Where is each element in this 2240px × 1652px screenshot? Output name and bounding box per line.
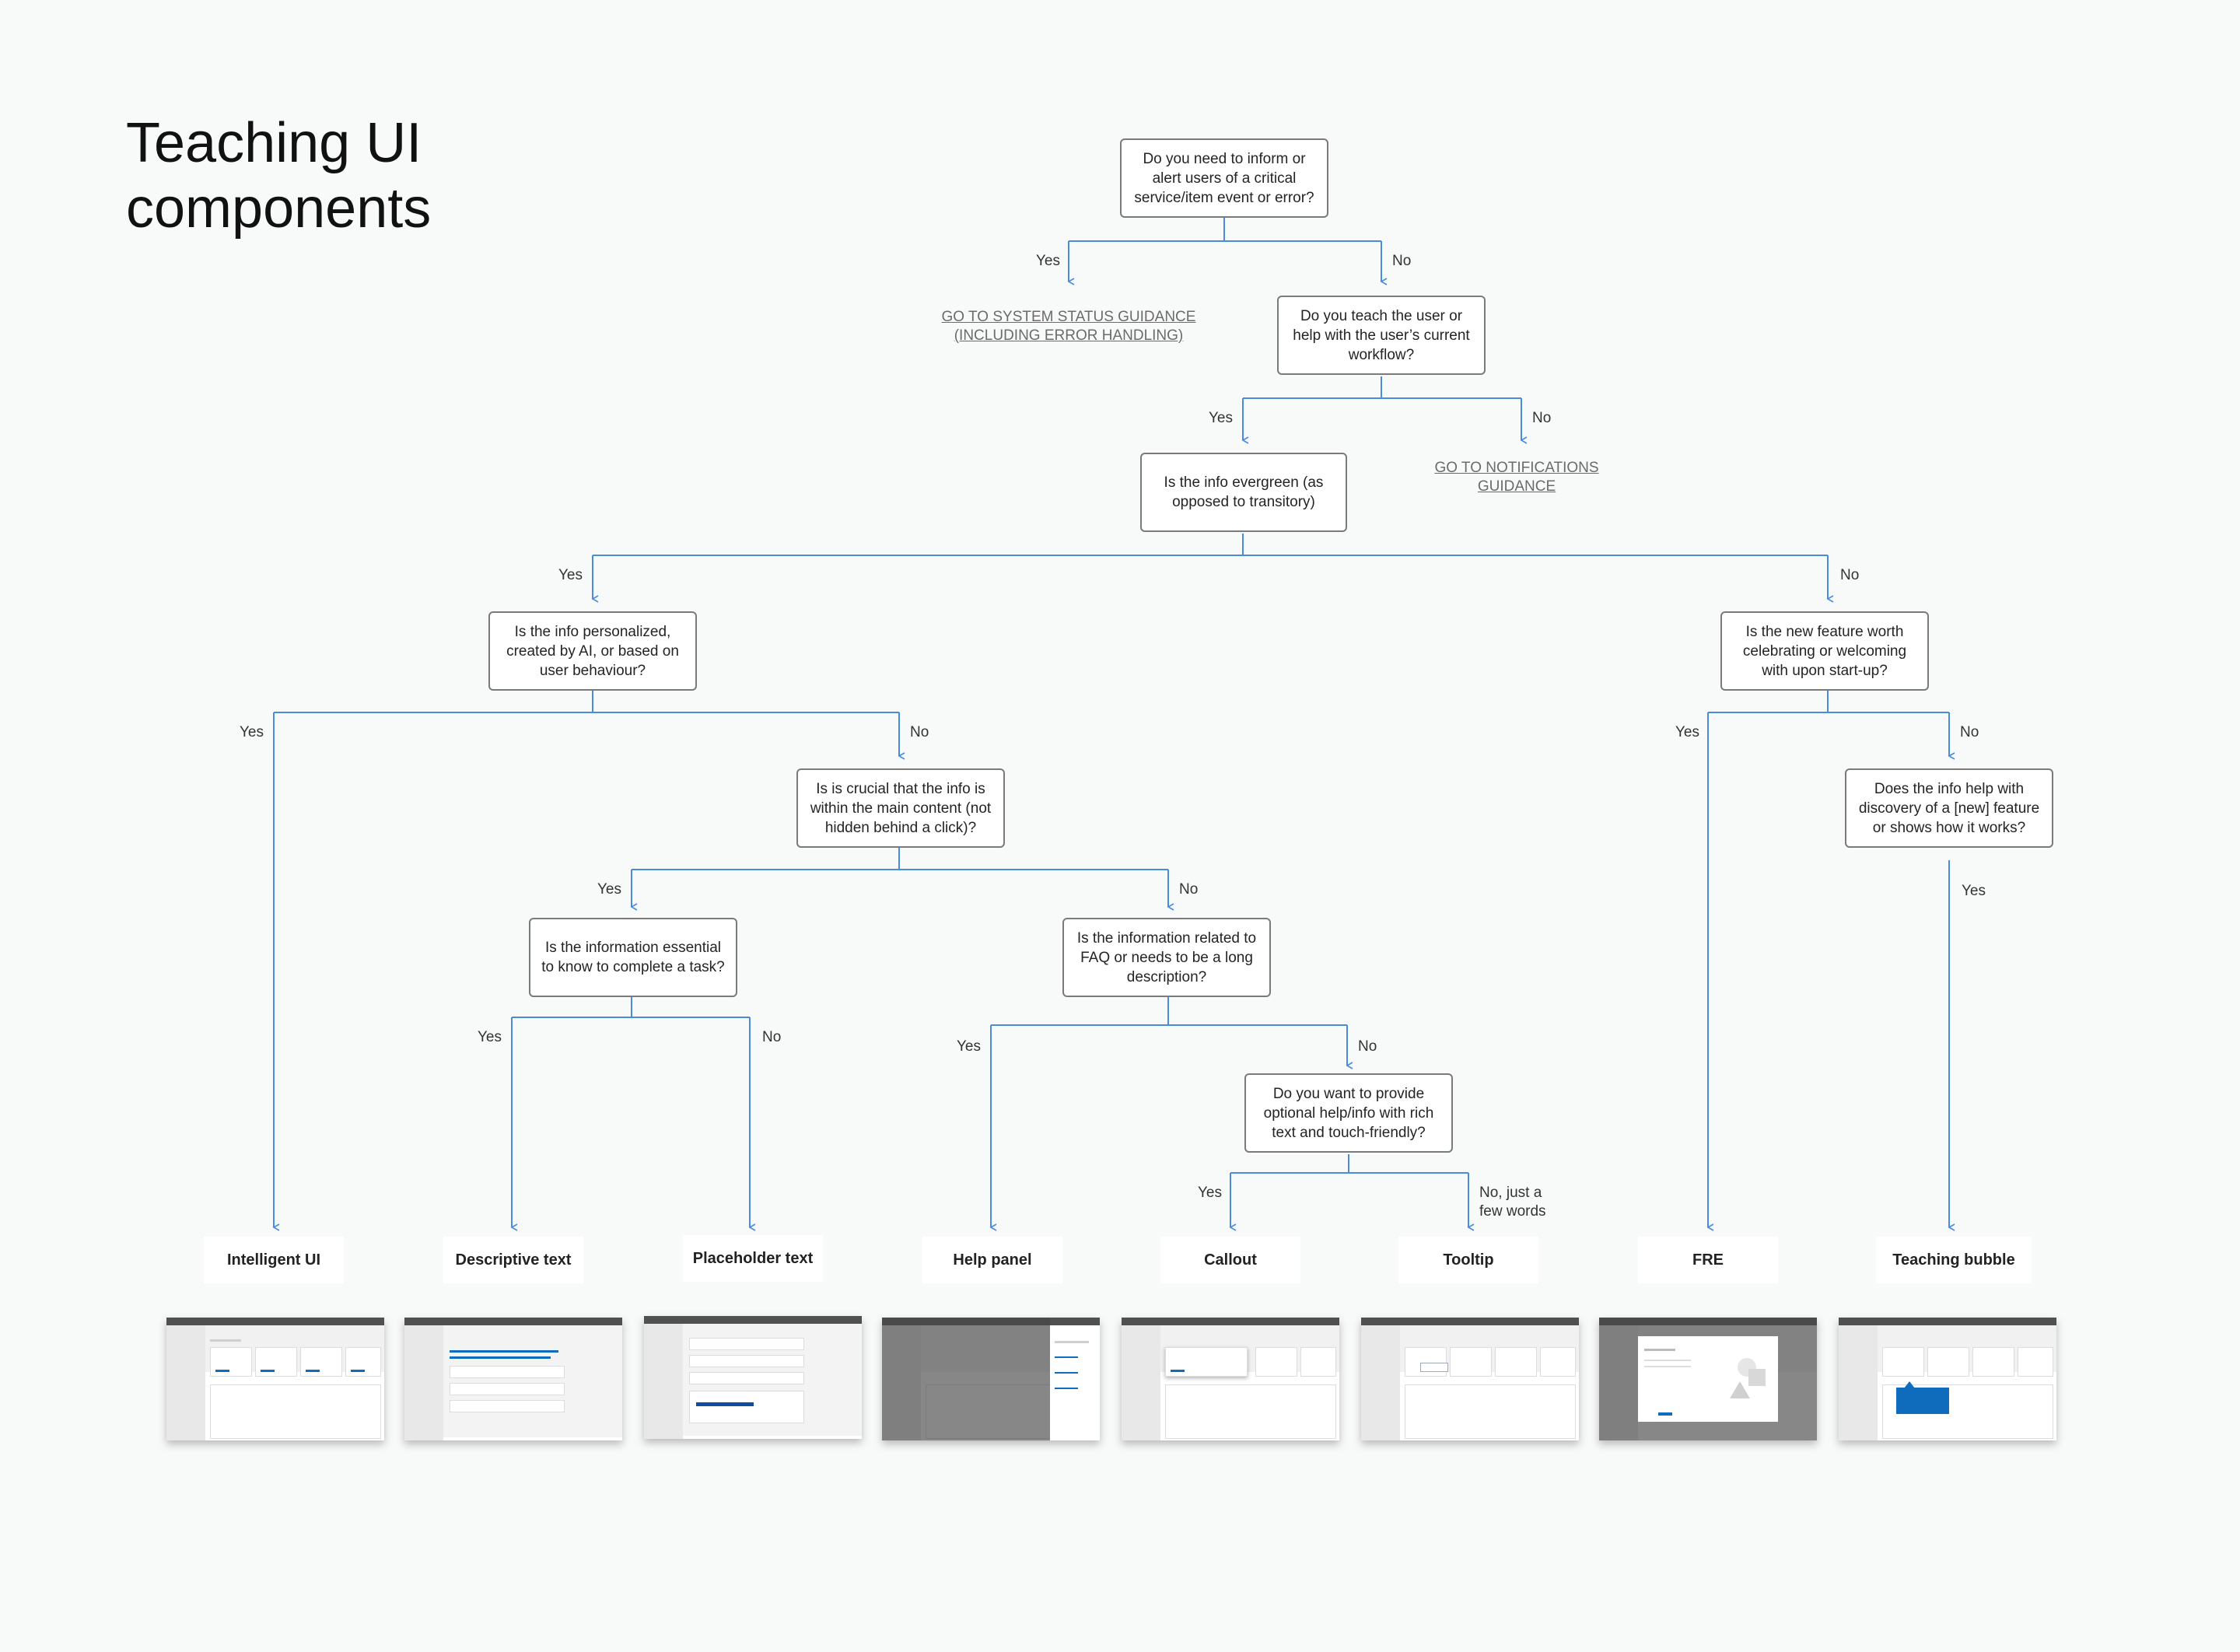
question-text: Is the information essential to know to … (541, 940, 725, 975)
yes-label: Yes (1209, 410, 1233, 426)
no-label: No (1179, 881, 1199, 898)
yes-label: Yes (1198, 1185, 1222, 1201)
yes-label: Yes (597, 881, 621, 898)
outcome-intelligent-ui[interactable]: Intelligent UI (204, 1237, 344, 1283)
question-text: Is is crucial that the info is within th… (810, 780, 992, 836)
no-label: No (1532, 410, 1552, 426)
outcome-placeholder-text[interactable]: Placeholder text (683, 1235, 823, 1282)
yes-label: Yes (240, 724, 264, 740)
page-title: Teaching UI components (126, 110, 431, 241)
label-line: No, just a (1479, 1185, 1542, 1201)
no-label: No (1840, 567, 1860, 583)
no-label: No (1960, 724, 1979, 740)
no-label: No (762, 1029, 782, 1045)
question-optional-help: Do you want to provide optional help/inf… (1244, 1073, 1453, 1153)
yes-label: Yes (957, 1038, 981, 1055)
question-personalized: Is the info personalized, created by AI,… (488, 611, 697, 691)
question-essential: Is the information essential to know to … (529, 918, 737, 997)
thumbnail-placeholder-text (644, 1316, 862, 1439)
page-title-line-2: components (126, 177, 432, 240)
question-critical-event: Do you need to inform or alert users of … (1120, 138, 1328, 218)
yes-label: Yes (478, 1029, 502, 1045)
no-label: No (1392, 253, 1412, 269)
thumbnail-help-panel (882, 1318, 1100, 1440)
thumbnail-callout (1122, 1318, 1339, 1440)
thumbnail-fre (1599, 1318, 1817, 1440)
question-main-content: Is is crucial that the info is within th… (796, 768, 1005, 848)
thumbnail-teaching-bubble (1839, 1318, 2056, 1440)
notifications-guidance-link[interactable]: GO TO NOTIFICATIONS GUIDANCE (1423, 459, 1610, 496)
question-celebrate-feature: Is the new feature worth celebrating or … (1720, 611, 1929, 691)
no-few-words-label: No, just a few words (1479, 1184, 1546, 1221)
outcome-callout[interactable]: Callout (1160, 1237, 1300, 1283)
thumbnail-tooltip (1361, 1318, 1579, 1440)
question-faq: Is the information related to FAQ or nee… (1062, 918, 1271, 997)
yes-label: Yes (1962, 883, 1986, 899)
yes-label: Yes (1036, 253, 1060, 269)
link-line: GUIDANCE (1477, 478, 1556, 495)
question-text: Do you need to inform or alert users of … (1134, 150, 1314, 206)
system-status-guidance-link[interactable]: GO TO SYSTEM STATUS GUIDANCE (INCLUDING … (936, 308, 1201, 345)
link-line: GO TO NOTIFICATIONS (1434, 460, 1599, 476)
thumbnail-descriptive-text (404, 1318, 622, 1440)
question-text: Do you want to provide optional help/inf… (1263, 1085, 1434, 1141)
yes-label: Yes (1675, 724, 1699, 740)
yes-label: Yes (558, 567, 583, 583)
outcome-teaching-bubble[interactable]: Teaching bubble (1876, 1237, 2032, 1283)
question-evergreen: Is the info evergreen (as opposed to tra… (1140, 453, 1347, 532)
question-text: Is the info personalized, created by AI,… (506, 623, 679, 679)
question-text: Do you teach the user or help with the u… (1293, 307, 1470, 363)
question-discovery: Does the info help with discovery of a [… (1845, 768, 2053, 848)
label-line: few words (1479, 1203, 1546, 1220)
question-text: Does the info help with discovery of a [… (1858, 780, 2040, 836)
thumbnail-intelligent-ui (166, 1318, 384, 1440)
outcome-fre[interactable]: FRE (1638, 1237, 1778, 1283)
no-label: No (1358, 1038, 1377, 1055)
link-line: GO TO SYSTEM STATUS GUIDANCE (941, 309, 1196, 325)
outcome-descriptive-text[interactable]: Descriptive text (443, 1237, 583, 1283)
link-line: (INCLUDING ERROR HANDLING) (954, 327, 1184, 344)
page-title-line-1: Teaching UI (126, 112, 422, 174)
no-label: No (910, 724, 929, 740)
question-text: Is the info evergreen (as opposed to tra… (1164, 474, 1324, 510)
question-text: Is the new feature worth celebrating or … (1742, 623, 1907, 679)
question-text: Is the information related to FAQ or nee… (1076, 929, 1257, 985)
outcome-tooltip[interactable]: Tooltip (1398, 1237, 1538, 1283)
outcome-help-panel[interactable]: Help panel (922, 1237, 1062, 1283)
question-teach-user: Do you teach the user or help with the u… (1277, 296, 1486, 375)
